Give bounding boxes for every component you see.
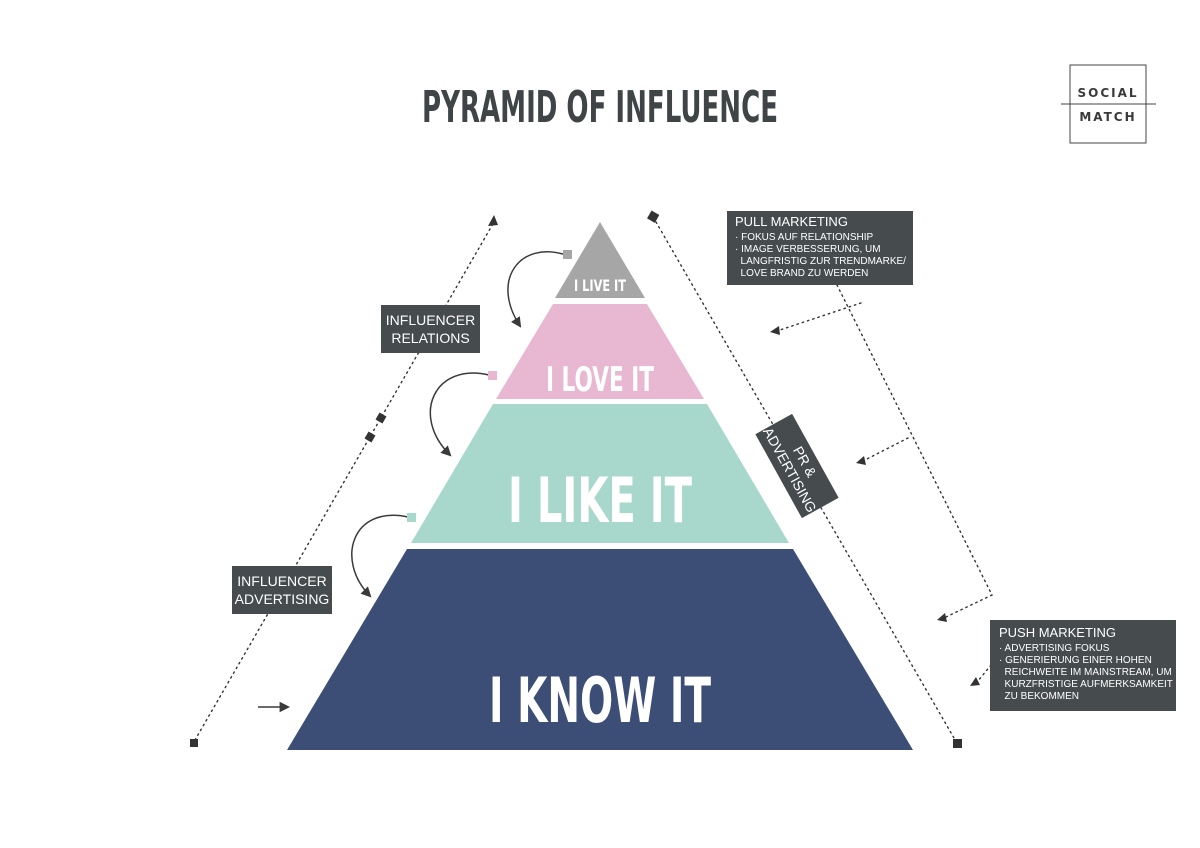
curve-arrow-2 xyxy=(429,372,490,457)
pull-marketing-bullet-4: LOVE BRAND ZU WERDEN xyxy=(735,268,868,279)
left-end-marker xyxy=(190,739,198,747)
tier-live-shape xyxy=(555,222,645,298)
push-pointer xyxy=(977,664,992,682)
influencer-advertising-line-2: ADVERTISING xyxy=(235,591,330,607)
push-marketing-bullet-1: · ADVERTISING FOKUS xyxy=(999,643,1110,654)
push-marketing-bullet-4: KURZFRISTIGE AUFMERKSAMKEIT xyxy=(999,679,1173,690)
influencer-relations-box: INFLUENCER RELATIONS xyxy=(381,305,480,353)
left-mid-marker-2 xyxy=(364,431,376,443)
push-pointer-arrow xyxy=(970,677,980,686)
influencer-advertising-box: INFLUENCER ADVERTISING xyxy=(232,566,332,614)
curve-marker-3 xyxy=(407,513,416,522)
pull-marketing-bullet-3: LANGFRISTIG ZUR TRENDMARKE/ xyxy=(735,256,906,267)
bracket-pointer-3-arrow xyxy=(937,613,947,622)
curve-arrow-1 xyxy=(507,251,567,328)
logo-line-2: MATCH xyxy=(1079,110,1136,124)
push-marketing-bullet-3: REICHWEITE IM MAINSTREAM, UM xyxy=(999,667,1172,678)
tier-love-label: I LOVE IT xyxy=(546,360,655,400)
bracket-pointer-1-arrow xyxy=(770,326,780,335)
tier-like-shape xyxy=(411,404,789,543)
left-dotted-line xyxy=(194,221,495,741)
influencer-advertising-line-1: INFLUENCER xyxy=(237,573,326,589)
logo-line-1: SOCIAL xyxy=(1077,86,1138,100)
tier-know-label: I KNOW IT xyxy=(489,664,711,737)
pull-marketing-bullet-1: · FOKUS AUF RELATIONSHIP xyxy=(735,232,873,243)
bracket-pointer-1 xyxy=(779,302,862,331)
tier-know-shape xyxy=(287,549,913,750)
push-marketing-box: PUSH MARKETING · ADVERTISING FOKUS · GEN… xyxy=(990,620,1176,711)
page-title: PYRAMID OF INFLUENCE xyxy=(422,82,778,133)
left-arrowhead xyxy=(488,215,498,226)
pull-marketing-box: PULL MARKETING · FOKUS AUF RELATIONSHIP … xyxy=(727,211,913,285)
social-match-logo: SOCIAL MATCH xyxy=(1061,64,1156,144)
curve-marker-2 xyxy=(488,371,497,380)
tier-live-label: I LIVE IT xyxy=(574,276,626,295)
right-top-marker xyxy=(647,210,660,223)
push-marketing-bullet-2: · GENERIERUNG EINER HOHEN xyxy=(999,655,1152,666)
right-end-marker xyxy=(953,739,962,748)
pull-marketing-bullet-2: · IMAGE VERBESSERUNG, UM xyxy=(735,244,881,255)
tier-like-label: I LIKE IT xyxy=(508,464,692,537)
bracket-diagonal xyxy=(836,284,993,596)
influencer-relations-line-2: RELATIONS xyxy=(391,330,469,346)
bracket-pointer-3 xyxy=(945,594,993,618)
curve-marker-1 xyxy=(563,250,572,259)
bracket-pointer-2 xyxy=(864,437,909,461)
push-marketing-heading: PUSH MARKETING xyxy=(999,625,1116,640)
curve-arrow-3 xyxy=(351,514,409,598)
pr-advertising-box: PR & ADVERTISING xyxy=(755,413,839,519)
push-marketing-bullet-5: ZU BEKOMMEN xyxy=(999,691,1079,702)
influencer-relations-line-1: INFLUENCER xyxy=(386,312,475,328)
tier-love-shape xyxy=(496,304,704,399)
bracket-pointer-2-arrow xyxy=(856,456,866,465)
pull-marketing-heading: PULL MARKETING xyxy=(735,214,848,229)
left-mid-marker-1 xyxy=(375,412,387,424)
